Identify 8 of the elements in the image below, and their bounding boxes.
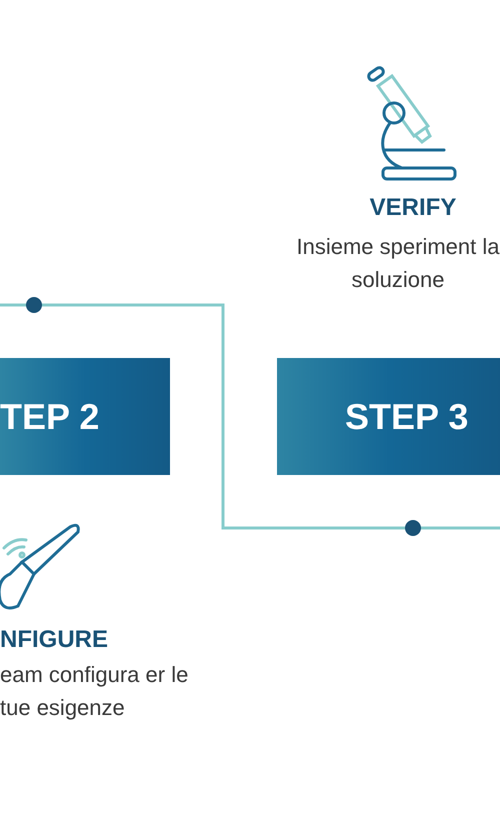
step-heading: STEP 3: [345, 396, 468, 438]
step-banner: [277, 358, 500, 475]
step-banner: [0, 358, 170, 475]
step-heading: TEP 2: [0, 396, 100, 438]
step-title: NFIGURE: [0, 626, 108, 654]
step-description: Insieme speriment la soluzione: [296, 233, 500, 294]
step-title: VERIFY: [368, 194, 458, 222]
step-description: eam configura er le tue esigenze: [0, 661, 190, 722]
